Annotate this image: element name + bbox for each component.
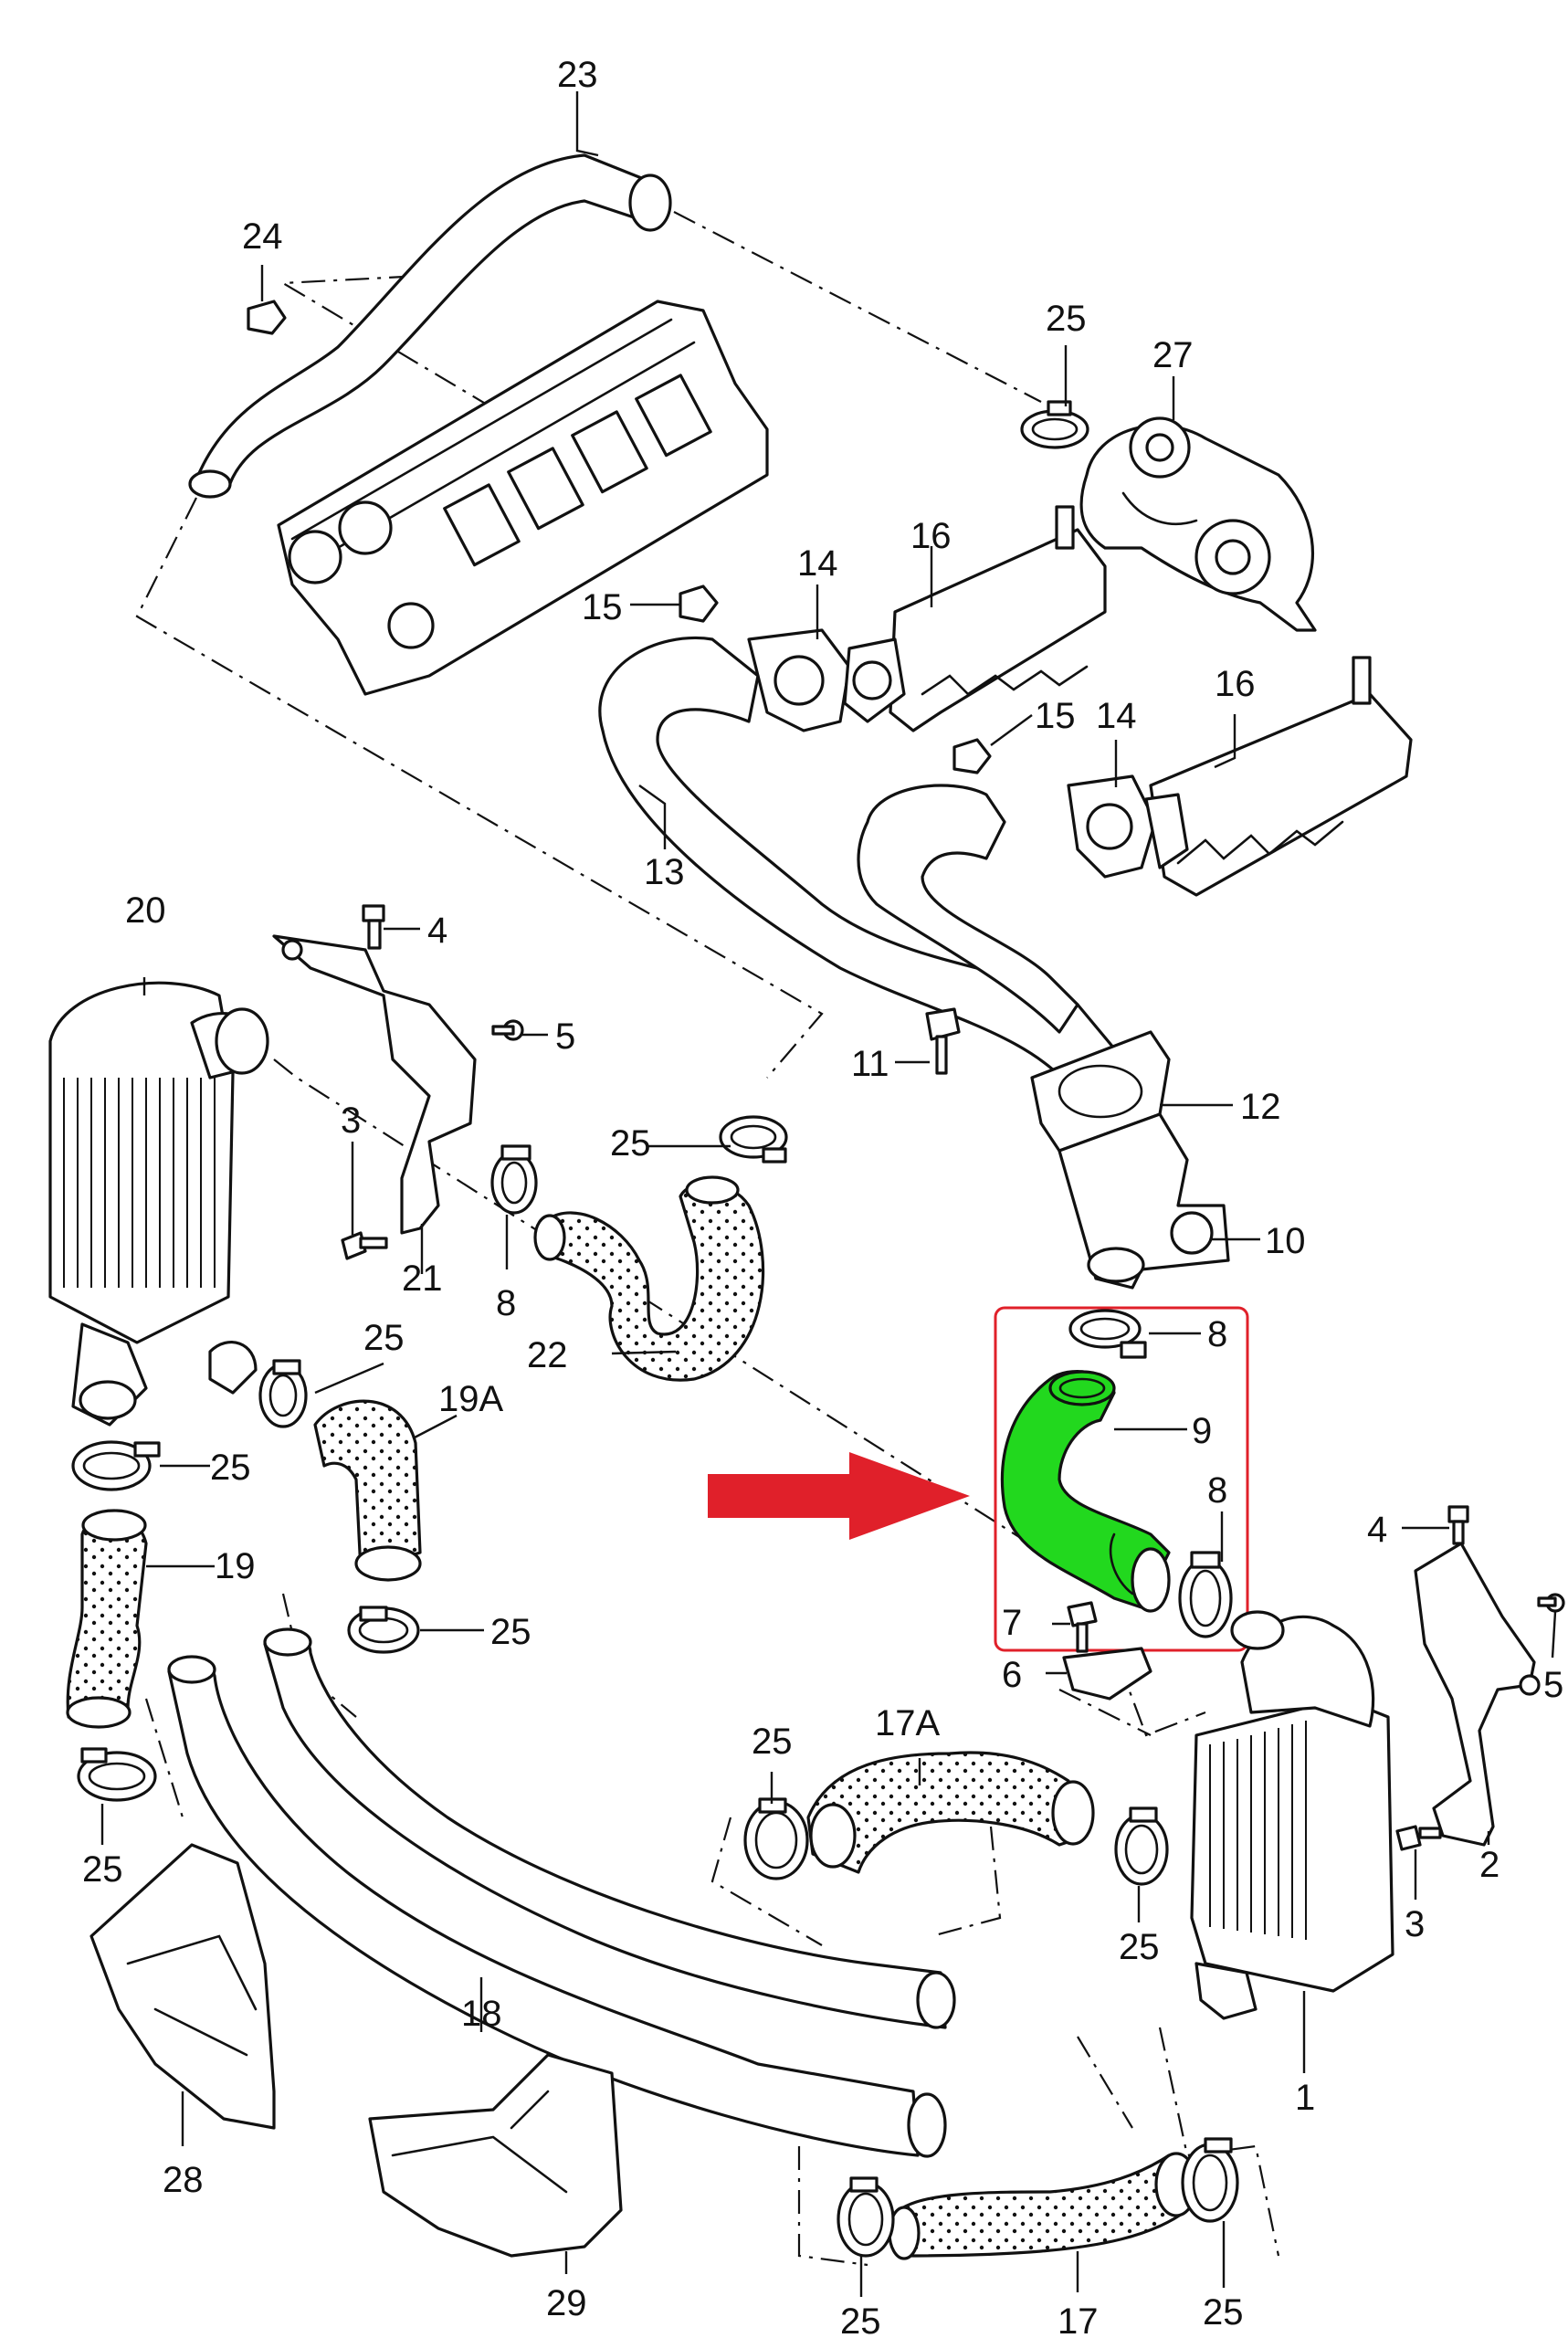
callout-14: 14 bbox=[797, 543, 838, 584]
callout-24: 24 bbox=[242, 216, 283, 257]
gasket-part-14-upper bbox=[747, 628, 906, 732]
callout-13: 13 bbox=[644, 852, 685, 892]
clamps-part-25-19A bbox=[258, 1359, 420, 1654]
callout-labels: 23 24 25 27 16 14 15 16 15 14 13 11 12 1… bbox=[82, 55, 1563, 2338]
callout-20: 20 bbox=[125, 890, 166, 931]
callout-25: 25 bbox=[1119, 1927, 1160, 1967]
bolt-part-5-right bbox=[1537, 1593, 1565, 1613]
callout-9: 9 bbox=[1192, 1411, 1212, 1451]
nut-part-24 bbox=[247, 300, 287, 335]
callout-25: 25 bbox=[490, 1612, 531, 1652]
callout-29: 29 bbox=[546, 2283, 587, 2323]
callout-25: 25 bbox=[1203, 2292, 1244, 2333]
callout-23: 23 bbox=[557, 55, 598, 95]
bracket-part-6 bbox=[1062, 1647, 1152, 1701]
clamps-part-25-17A bbox=[743, 1797, 1169, 1886]
callout-25: 25 bbox=[1046, 299, 1087, 339]
bolt-part-11 bbox=[925, 1007, 961, 1075]
callout-5: 5 bbox=[555, 1016, 575, 1057]
leader-lines bbox=[100, 91, 1557, 2297]
callout-15: 15 bbox=[1035, 696, 1076, 736]
callout-25: 25 bbox=[752, 1722, 793, 1762]
hose-part-22 bbox=[533, 1175, 765, 1382]
bracket-part-21 bbox=[272, 934, 477, 1235]
callout-28: 28 bbox=[163, 2160, 204, 2200]
callout-3: 3 bbox=[341, 1101, 361, 1141]
hose-part-17A bbox=[806, 1751, 1095, 1874]
callout-27: 27 bbox=[1152, 335, 1194, 375]
callout-15: 15 bbox=[582, 587, 623, 627]
hose-part-19 bbox=[66, 1509, 148, 1729]
callout-19A: 19A bbox=[438, 1379, 503, 1419]
air-guide-part-29 bbox=[368, 2053, 623, 2258]
bolt-part-7 bbox=[1067, 1601, 1098, 1653]
hose-part-9-highlighted bbox=[1000, 1370, 1171, 1613]
callout-12: 12 bbox=[1240, 1087, 1281, 1127]
charge-pipe-part-13 bbox=[598, 637, 1125, 1098]
callout-25: 25 bbox=[610, 1123, 651, 1164]
callout-16: 16 bbox=[1215, 664, 1256, 704]
nut-part-15 bbox=[679, 584, 992, 774]
egr-valve-part-10 bbox=[1058, 1112, 1230, 1290]
intercooler-part-1 bbox=[1190, 1610, 1394, 2020]
intake-ports bbox=[443, 374, 712, 567]
pipe-part-18 bbox=[167, 1627, 956, 2158]
clamp-part-8-left bbox=[490, 1144, 538, 1215]
callout-4: 4 bbox=[427, 911, 447, 951]
hose-part-17 bbox=[888, 2152, 1198, 2260]
callout-1: 1 bbox=[1295, 2078, 1315, 2118]
clamp-part-8-upper bbox=[1068, 1309, 1147, 1359]
callout-25: 25 bbox=[210, 1448, 251, 1488]
callout-4: 4 bbox=[1367, 1510, 1387, 1550]
callout-25: 25 bbox=[363, 1318, 405, 1358]
callout-11: 11 bbox=[851, 1044, 889, 1084]
callout-18: 18 bbox=[461, 1994, 502, 2034]
clamps-part-25-17 bbox=[837, 2137, 1239, 2258]
callout-25: 25 bbox=[840, 2301, 881, 2338]
exhaust-manifold-part-16-upper bbox=[889, 505, 1107, 732]
intercooler-fins-left bbox=[63, 1078, 216, 1288]
clamps-part-25-19 bbox=[71, 1440, 161, 1802]
callout-19: 19 bbox=[215, 1546, 256, 1586]
clamp-part-25-hose22 bbox=[719, 1115, 788, 1164]
bolt-part-5-left bbox=[491, 1019, 524, 1041]
clamp-part-8-lower bbox=[1178, 1551, 1233, 1638]
cylinder-head bbox=[277, 300, 769, 696]
intercooler-part-20 bbox=[48, 981, 269, 1427]
callout-17: 17 bbox=[1058, 2301, 1099, 2338]
hose-part-23 bbox=[188, 153, 672, 499]
callout-22: 22 bbox=[527, 1335, 568, 1375]
bolt-part-3-left bbox=[341, 1231, 388, 1260]
gasket-part-14-lower bbox=[1067, 774, 1189, 879]
callout-8: 8 bbox=[1207, 1470, 1227, 1511]
callout-7: 7 bbox=[1002, 1603, 1022, 1643]
highlight-arrow bbox=[708, 1452, 970, 1540]
callout-8: 8 bbox=[496, 1283, 516, 1323]
callout-10: 10 bbox=[1265, 1221, 1306, 1261]
bolt-part-4-right bbox=[1447, 1505, 1469, 1545]
bracket-part-2 bbox=[1414, 1542, 1541, 1847]
callout-16: 16 bbox=[910, 516, 952, 556]
callout-2: 2 bbox=[1479, 1845, 1500, 1885]
callout-21: 21 bbox=[402, 1259, 443, 1299]
callout-6: 6 bbox=[1002, 1655, 1022, 1695]
intercooler-fins-right bbox=[1209, 1721, 1307, 1940]
bolt-part-4-left bbox=[362, 904, 385, 950]
callout-17A: 17A bbox=[875, 1703, 940, 1743]
hose-clamp-part-25-turbo bbox=[1020, 400, 1089, 449]
air-guide-part-28 bbox=[89, 1843, 276, 2130]
callout-8: 8 bbox=[1207, 1314, 1227, 1354]
hose-part-19A bbox=[313, 1399, 422, 1582]
callout-14: 14 bbox=[1096, 696, 1137, 736]
exhaust-manifold-part-16-lower bbox=[1149, 656, 1413, 897]
callout-5: 5 bbox=[1543, 1665, 1563, 1705]
turbocharger-part-27 bbox=[1079, 416, 1317, 632]
bolt-part-3-right bbox=[1395, 1825, 1442, 1851]
callout-3: 3 bbox=[1405, 1904, 1425, 1944]
callout-25: 25 bbox=[82, 1849, 123, 1890]
